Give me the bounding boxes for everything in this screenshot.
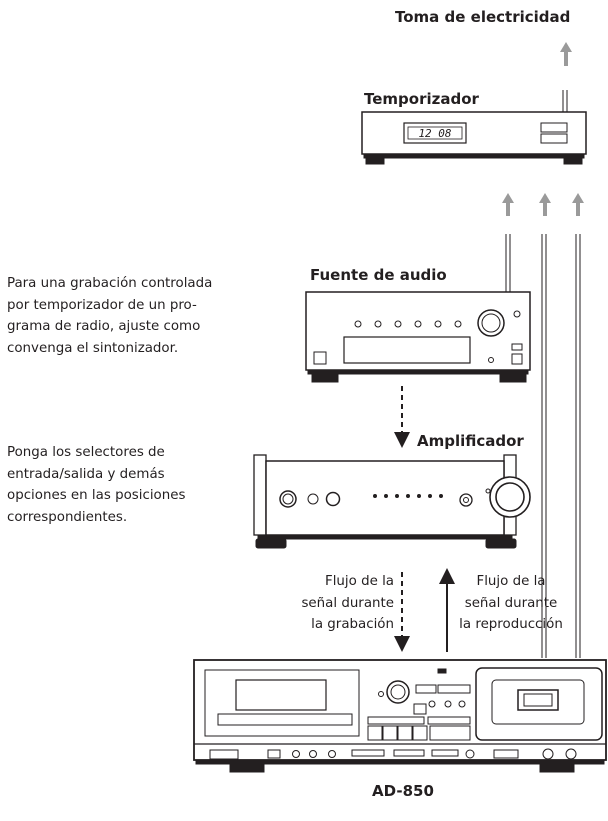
power-arrow-2 [539,193,551,216]
amp-instructions: Ponga los selectores de entrada/salida y… [7,445,186,525]
timer-device [361,111,587,165]
outlet-label: Toma de electricidad [395,8,571,26]
power-arrow-1 [502,193,514,216]
amp-main-volume [489,476,531,518]
audio-source-device [305,291,531,383]
playback-flow-label: Flujo de la señal durante la reproducció… [459,574,563,632]
deck-model-label: AD-850 [372,782,434,800]
cassette-deck-device [193,659,607,773]
timer-display-text: 12 08 [418,127,451,140]
amplifier-device [253,454,517,549]
recording-flow-label: Flujo de la señal durante la grabación [301,574,394,632]
power-arrow-3 [572,193,584,216]
power-cords [505,90,581,658]
amplifier-label: Amplificador [417,432,524,450]
tuner-instructions: Para una grabación controlada por tempor… [7,276,213,356]
power-arrow-outlet [560,42,572,66]
audio-source-label: Fuente de audio [310,266,447,284]
timer-label: Temporizador [364,90,479,108]
